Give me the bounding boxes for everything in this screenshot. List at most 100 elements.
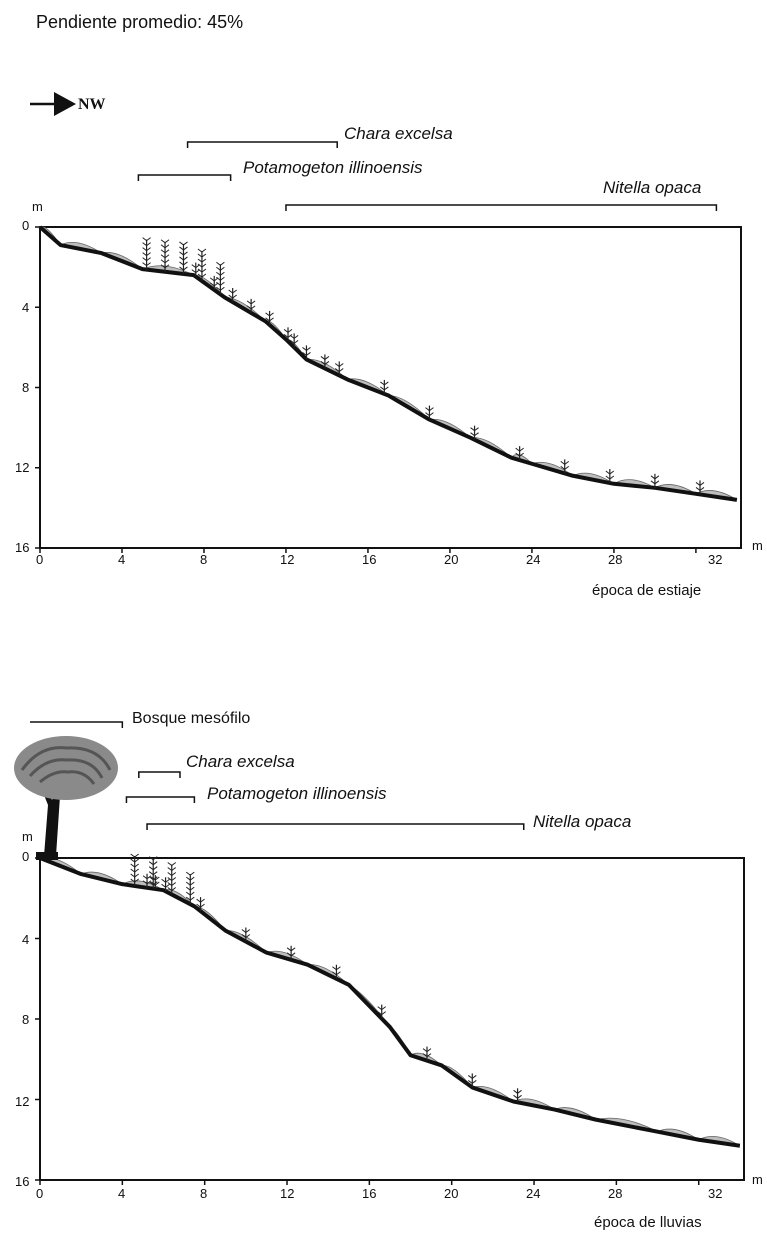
plant-leaf [216,266,225,271]
plant-leaf [160,239,170,244]
panel1-y-unit: m [32,199,43,214]
plant-leaf [380,381,389,386]
plant-leaf [167,872,177,877]
plant-leaf [197,268,207,273]
plant-leaf [160,244,170,249]
plant-leaf [160,264,170,269]
plant-leaf [167,882,177,887]
plant-leaf [228,289,237,294]
species-range-bar [146,823,525,830]
panel2-y-tick: 0 [22,849,30,864]
panel2-y-tick: 16 [15,1174,30,1189]
plant-leaf [605,470,615,475]
panel1-y-tick: 0 [22,218,30,233]
panel2-season-label: época de lluvias [594,1214,702,1231]
panel2-x-tick: 20 [444,1186,459,1201]
panel1-y-tick: 4 [22,300,30,315]
plant-leaf [160,249,170,254]
panel1-x-tick: 28 [608,552,623,567]
plant-leaf [130,853,139,858]
plant-leaf [216,281,225,286]
plant-leaf [265,312,274,317]
plant-leaf [148,866,158,871]
plant-leaf [160,254,170,259]
plant-leaf [160,259,170,264]
plant-leaf [185,896,195,901]
panel1-chara-label: Chara excelsa [344,124,453,143]
panel2-y-unit: m [22,829,33,844]
north-west-arrow-icon [30,92,76,116]
plant-leaf [142,262,151,267]
plant-leaf [179,256,188,261]
plant-leaf [515,452,524,457]
plant-leaf [289,339,299,344]
panel2-y-tick: 12 [15,1094,30,1109]
plant-leaf [289,334,299,339]
plant-leaf [185,871,195,876]
plant-leaf [130,863,139,868]
plant-leaf [560,465,570,470]
plant-leaf [142,242,151,247]
plant-leaf [167,877,177,882]
dry-season-panel [35,141,742,553]
plant-leaf [216,261,225,266]
plant-leaf [185,881,195,886]
plant-leaf [286,947,296,952]
plant-leaf [650,475,660,480]
plant-leaf [191,269,201,274]
panel1-x-tick: 24 [526,552,541,567]
plant-leaf [286,952,296,957]
plant-leaf [179,266,188,271]
plant-leaf [179,251,188,256]
plant-leaf [695,487,705,492]
slope-label: Pendiente promedio: 45% [36,12,244,32]
plant-leaf [422,1048,432,1053]
plant-leaf [332,966,341,971]
plant-leaf [425,407,434,412]
bottom-profile-line [39,856,741,1148]
plant-leaf [560,460,570,465]
panel1-season-label: época de estiaje [592,582,702,599]
species-range-bar [285,204,718,211]
plant-leaf [265,317,274,322]
panel1-x-tick: 16 [362,552,377,567]
plant-leaf [196,903,205,908]
plant-leaf [197,263,207,268]
plant-leaf [167,867,177,872]
panel2-x-unit: m [752,1172,763,1187]
plant-leaf [470,432,479,437]
plant-leaf [513,1089,522,1094]
plant-leaf [142,257,151,262]
plant-leaf [148,881,158,886]
plant-leaf [197,273,207,278]
panel2-x-tick: 32 [708,1186,723,1201]
plant-leaf [650,480,660,485]
plant-leaf [196,898,205,903]
tree-icon [14,736,118,860]
plant-leaf [209,277,219,282]
panel2-y-tick: 8 [22,1012,30,1027]
plant-leaf [179,246,188,251]
plant-leaf [246,300,256,305]
panel1-x-tick: 0 [36,552,44,567]
panel2-forest-label: Bosque mesófilo [132,710,251,727]
plant-leaf [467,1080,477,1085]
plant-leaf [302,352,311,357]
plant-leaf [377,1006,387,1011]
plant-leaf [425,412,434,417]
plant-leaf [130,868,139,873]
panel2-x-tick: 16 [362,1186,377,1201]
plant-leaf [130,878,139,883]
plant-leaf [148,856,158,861]
plant-leaf [320,361,330,366]
plant-leaf [197,258,207,263]
species-range-bar [186,141,338,148]
plant-leaf [185,876,195,881]
plant-leaf [334,368,344,373]
bottom-profile-line [38,225,738,502]
panel1-nitella-label: Nitella opaca [603,178,702,197]
panel1-x-tick: 20 [444,552,459,567]
panel1-y-tick: 16 [15,540,30,555]
plant-leaf [197,253,207,258]
plant-leaf [470,427,479,432]
